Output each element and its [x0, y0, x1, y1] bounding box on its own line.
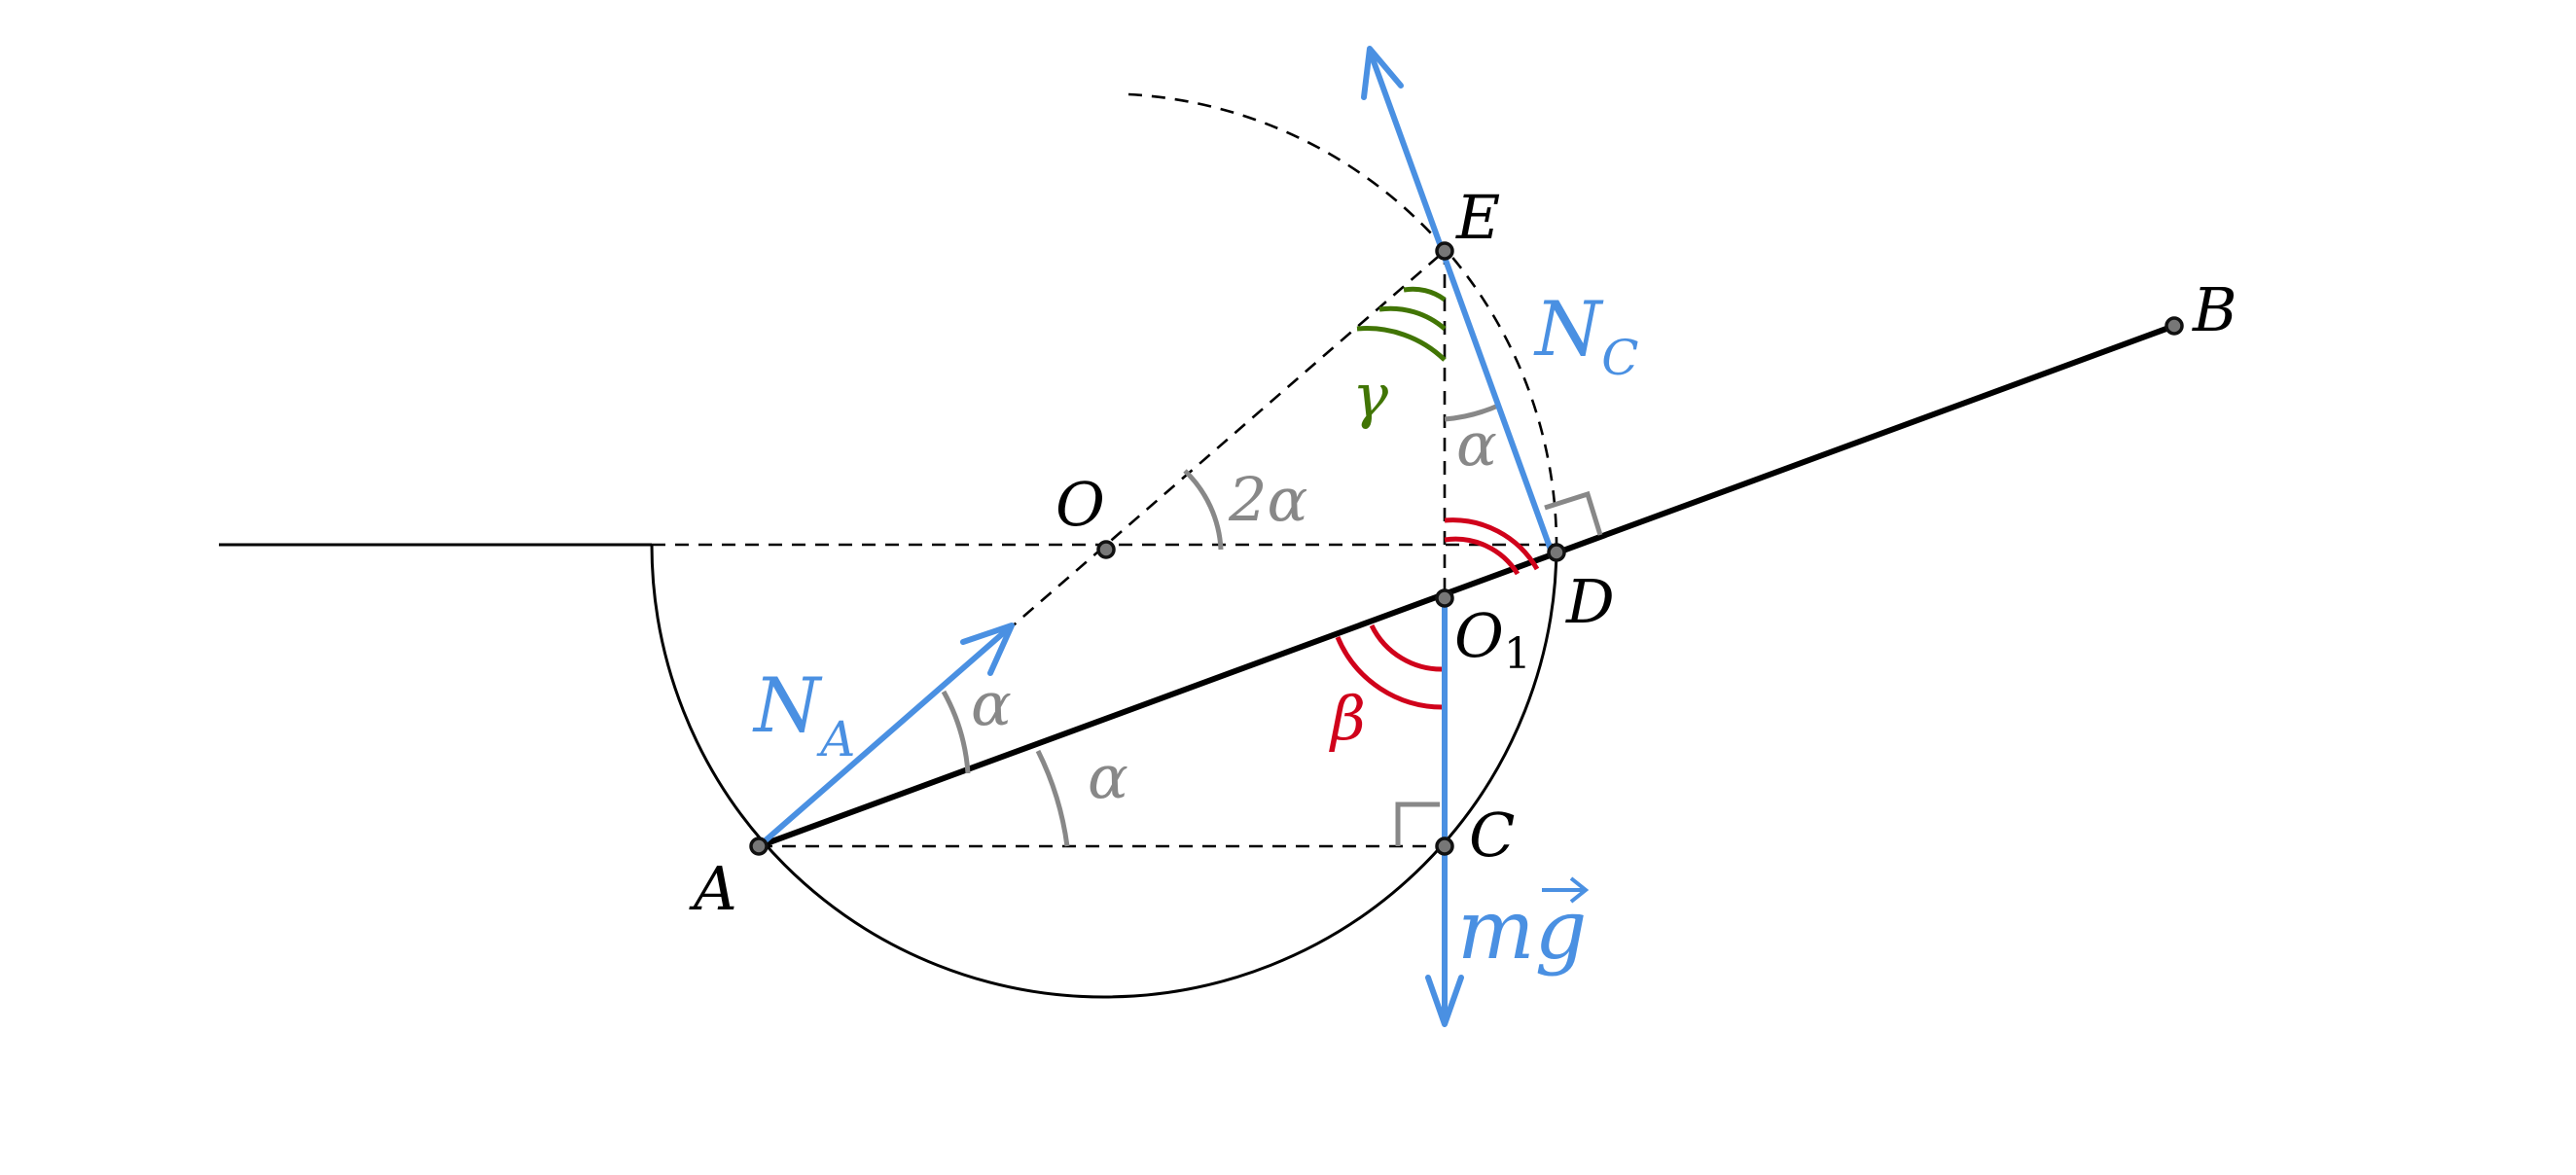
- label-alpha-E: α: [1456, 409, 1497, 480]
- point-B: [2165, 316, 2184, 336]
- label-alpha-base: α: [1088, 741, 1128, 812]
- angle-arc-gamma-2: [1378, 305, 1447, 331]
- force-normal-C: [1367, 48, 1555, 555]
- force-normal-A: [756, 624, 1013, 849]
- label-two-alpha: 2α: [1228, 464, 1307, 535]
- point-D: [1547, 543, 1566, 562]
- label-normal-C: NC: [1533, 286, 1639, 386]
- label-normal-C-sub: C: [1601, 330, 1638, 386]
- label-O1: O1: [1454, 600, 1531, 679]
- label-normal-A-sub: A: [816, 711, 855, 767]
- point-E: [1435, 241, 1454, 261]
- right-angle-marker-C: [1395, 801, 1440, 846]
- right-angle-marker-D: [1544, 490, 1603, 536]
- angle-arc-alpha-E: [1444, 403, 1500, 422]
- point-C: [1435, 837, 1454, 856]
- label-O1-sub: 1: [1504, 629, 1531, 679]
- label-O1-base: O: [1454, 600, 1504, 671]
- angle-arc-beta-inner: [1369, 623, 1446, 672]
- label-A: A: [689, 853, 737, 924]
- point-O1: [1435, 588, 1454, 608]
- label-C: C: [1469, 800, 1515, 871]
- angle-arc-D-inner: [1444, 536, 1521, 576]
- hemispherical-bowl: [650, 544, 1558, 999]
- angle-arc-D-outer: [1444, 517, 1540, 571]
- force-normal-C-arrowhead: [1361, 46, 1404, 100]
- angle-arc-2alpha: [1183, 469, 1224, 551]
- label-gravity: mg: [1457, 882, 1587, 978]
- label-beta: β: [1329, 683, 1366, 754]
- force-normal-A-arrowhead: [960, 623, 1015, 676]
- label-O: O: [1055, 469, 1105, 540]
- label-gamma: γ: [1352, 360, 1389, 431]
- point-O: [1096, 540, 1116, 559]
- label-normal-C-base: N: [1533, 286, 1604, 374]
- angle-arc-gamma-3: [1356, 326, 1447, 362]
- angle-arc-alpha-wall: [941, 690, 971, 774]
- circle-continuation-dashed: [1127, 92, 1558, 546]
- label-normal-A-base: N: [752, 662, 823, 750]
- force-gravity-arrowhead: [1425, 975, 1464, 1027]
- gravity-vector-bar-tip: [1569, 876, 1590, 904]
- label-normal-A: NA: [752, 662, 855, 767]
- rod-AB: [756, 323, 2177, 849]
- point-A: [749, 837, 769, 856]
- angle-arc-beta-outer: [1335, 636, 1446, 710]
- label-alpha-wall: α: [971, 668, 1012, 739]
- label-E: E: [1455, 182, 1500, 253]
- label-B: B: [2192, 274, 2237, 345]
- angle-arc-alpha-base: [1035, 749, 1070, 847]
- angle-arc-gamma-1: [1403, 286, 1447, 303]
- label-D: D: [1565, 566, 1615, 637]
